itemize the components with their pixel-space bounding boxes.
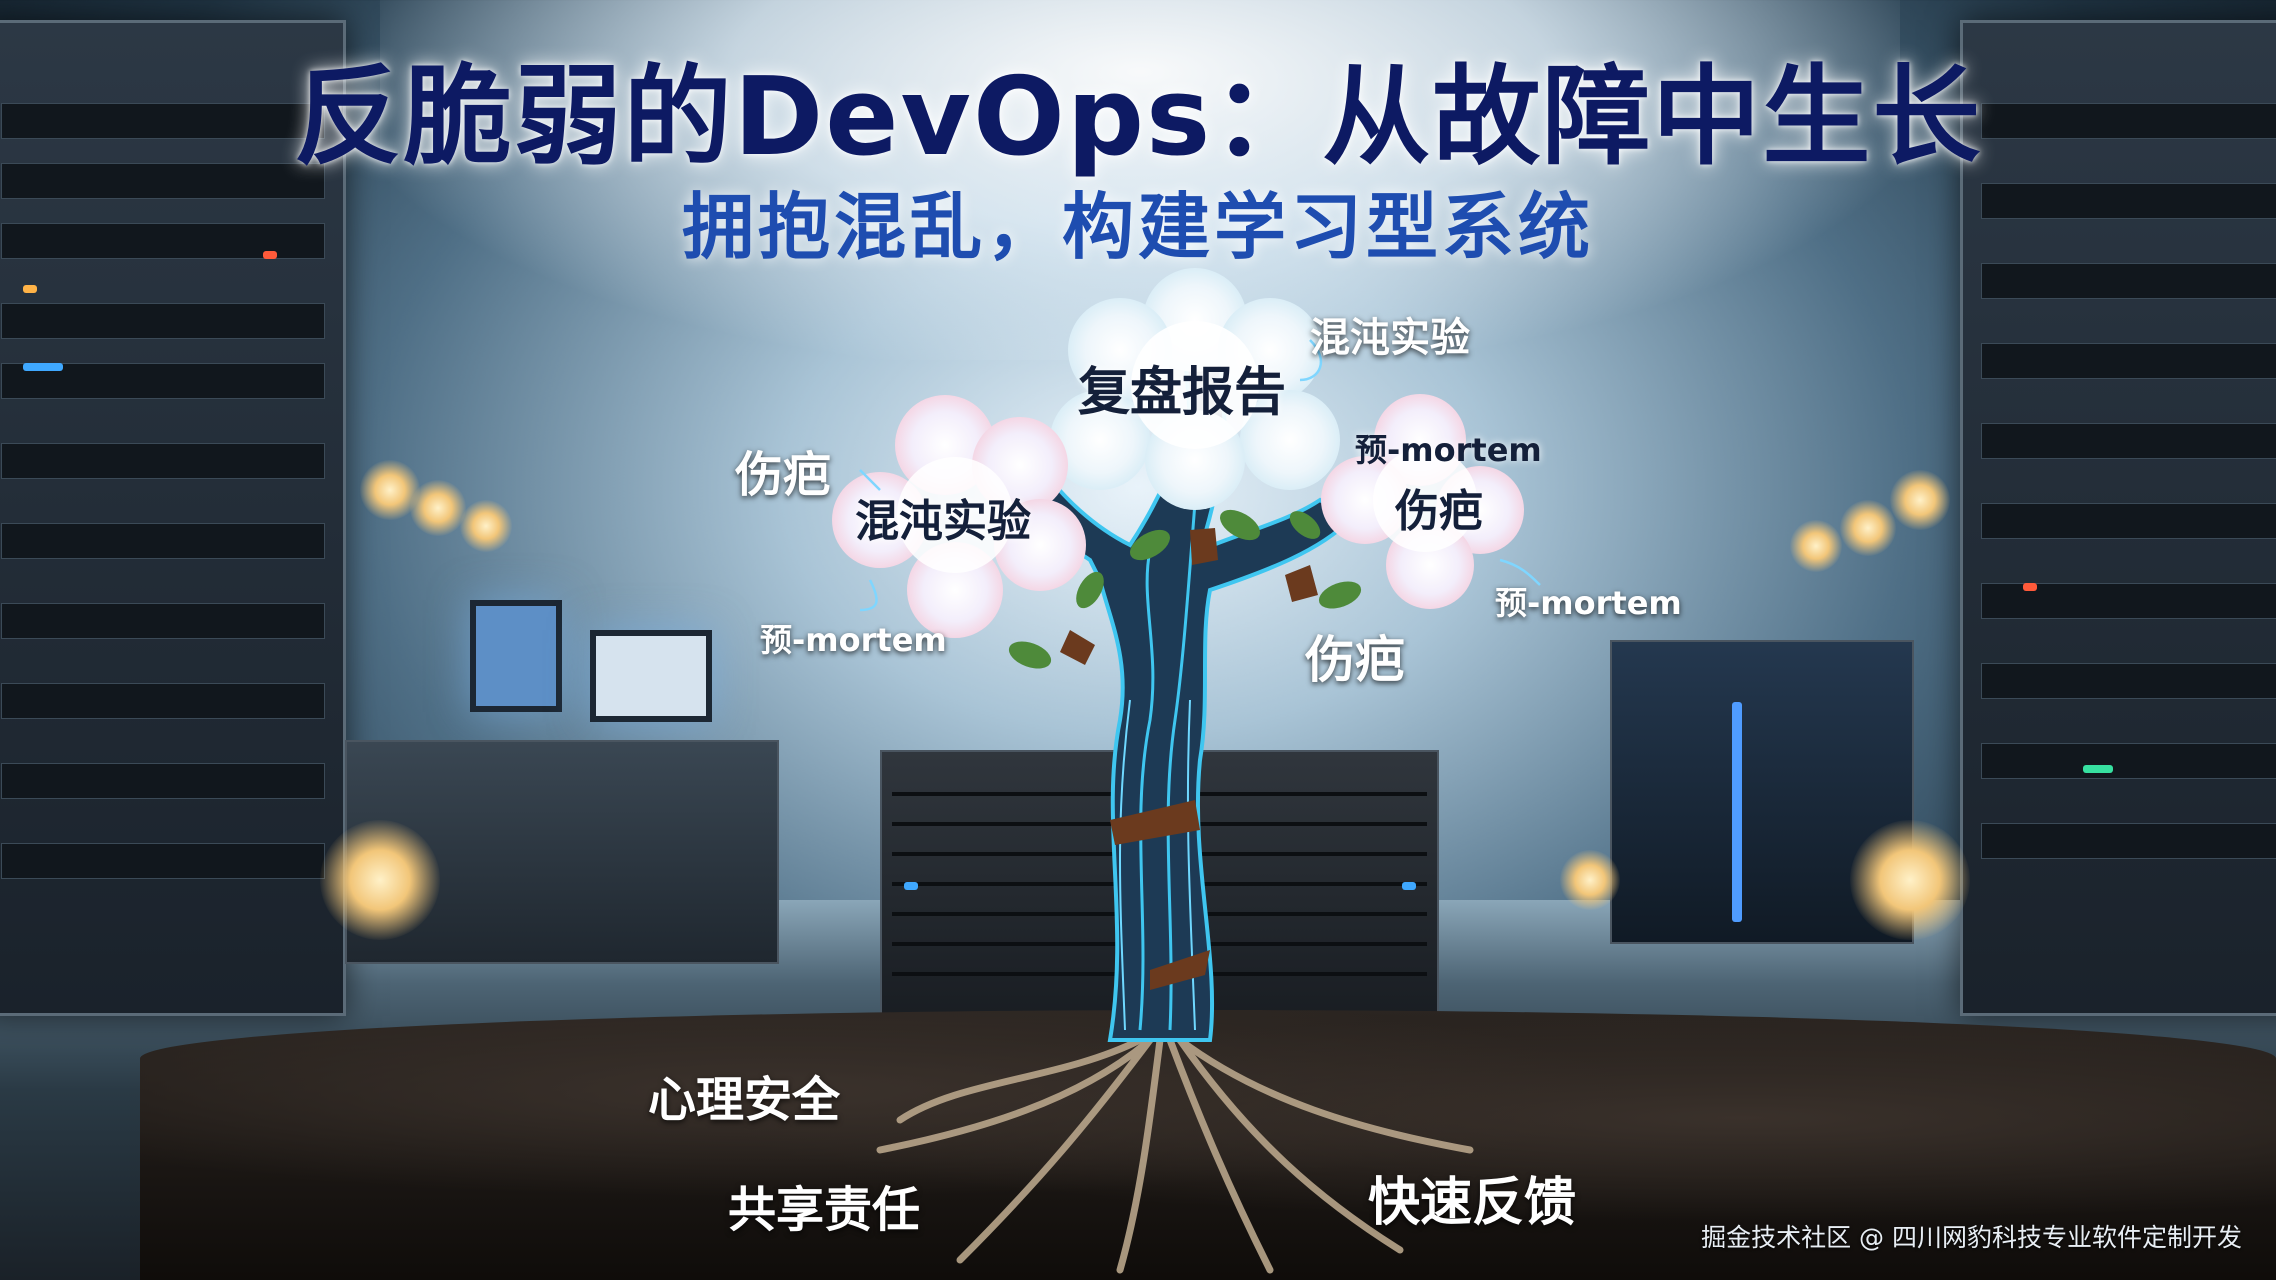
left-server-rack xyxy=(0,20,346,1016)
label-postmortem-report: 复盘报告 xyxy=(1078,363,1287,423)
flower-right xyxy=(1321,394,1524,609)
ceiling-light xyxy=(380,0,1900,360)
flower-top-center xyxy=(1050,268,1340,510)
lamp-light xyxy=(1560,850,1620,910)
lamp-light xyxy=(410,480,466,536)
lamp-light xyxy=(1850,820,1970,940)
lamp-light xyxy=(1790,520,1842,572)
label-scar-right-cluster: 伤疤 xyxy=(1395,486,1483,537)
label-psychological-safety: 心理安全 xyxy=(648,1072,841,1128)
lamp-light xyxy=(1890,470,1950,530)
label-premortem-left: 预-mortem xyxy=(760,621,947,659)
label-shared-responsibility: 共享责任 xyxy=(728,1182,921,1238)
soil-ground xyxy=(140,1010,2276,1280)
label-fast-feedback: 快速反馈 xyxy=(1368,1173,1577,1233)
page-title: 反脆弱的DevOps：从故障中生长 xyxy=(293,55,1983,180)
flower-left xyxy=(832,395,1086,638)
leaves xyxy=(1008,509,1362,669)
callout-lines xyxy=(859,339,1541,612)
label-premortem-right-top: 预-mortem xyxy=(1355,431,1542,469)
lamp-light xyxy=(320,820,440,940)
label-chaos-experiment-left: 混沌实验 xyxy=(855,496,1031,547)
label-scar-left: 伤疤 xyxy=(735,447,832,503)
watermark-text: 掘金技术社区 @ 四川网豹科技专业软件定制开发 xyxy=(1701,1223,2242,1252)
roots xyxy=(876,1036,1474,1274)
scars xyxy=(1060,528,1318,990)
desk-monitor xyxy=(590,630,712,722)
label-scar-right-trunk: 伤疤 xyxy=(1305,631,1405,689)
desk-monitor xyxy=(470,600,562,712)
label-premortem-right: 预-mortem xyxy=(1495,584,1682,622)
page-subtitle: 拥抱混乱，构建学习型系统 xyxy=(681,185,1594,269)
right-server-rack xyxy=(1960,20,2276,1016)
lamp-light xyxy=(460,500,512,552)
lamp-light xyxy=(1840,500,1896,556)
label-chaos-experiment-right: 混沌实验 xyxy=(1310,315,1470,361)
